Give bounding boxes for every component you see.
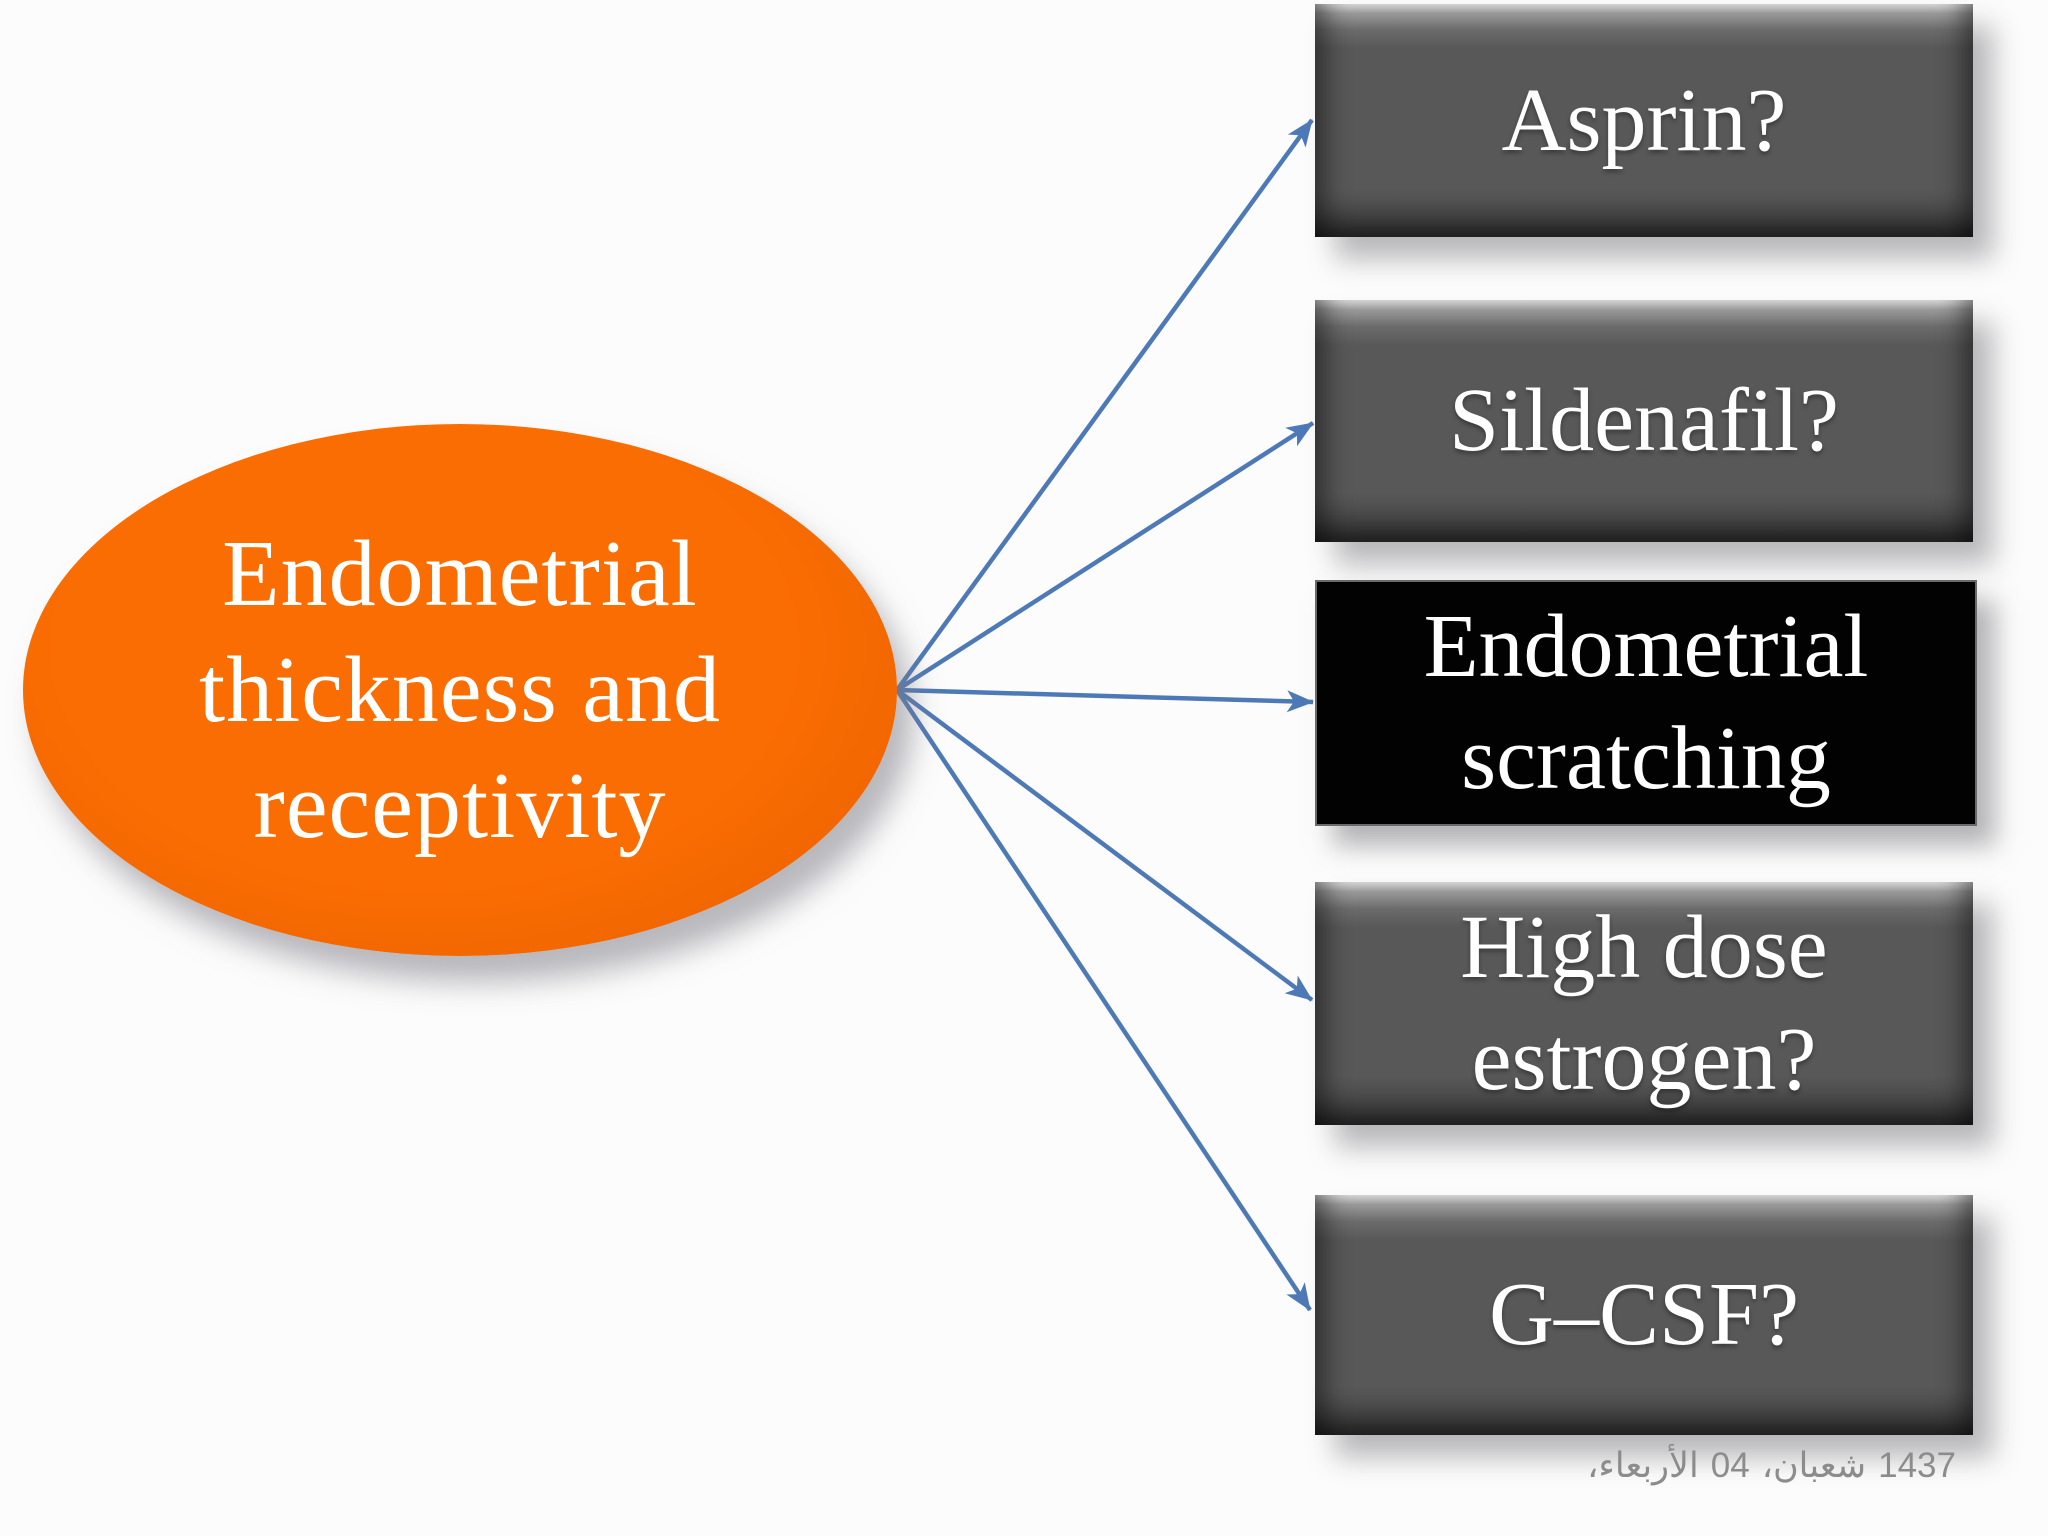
connector-arrow-estrogen [895,688,1314,1002]
option-box-high-dose-estrogen-line2: estrogen? [1471,1009,1817,1109]
slide-date-day: 04 [1710,1446,1750,1485]
option-box-endometrial-scratching-line2: scratching [1461,709,1831,808]
slide-date-month: شعبان، [1761,1446,1867,1485]
slide-date-year: 1437 [1878,1446,1956,1485]
connector-arrow-scratching [896,687,1314,713]
central-ellipse-label-line1: Endometrial [222,522,698,626]
option-box-sildenafil: Sildenafil? [1315,300,1973,542]
option-box-asprin-label: Asprin? [1501,70,1787,170]
option-box-high-dose-estrogen-line1: High dose [1460,897,1828,997]
option-box-gcsf-label: G–CSF? [1488,1265,1800,1364]
central-ellipse-label: Endometrial thickness and receptivity [199,516,721,864]
central-ellipse-label-line3: receptivity [253,754,667,858]
option-box-endometrial-scratching-label: Endometrial scratching [1424,591,1869,815]
option-box-endometrial-scratching: Endometrial scratching [1315,580,1977,826]
slide-date: الأربعاء، 04 شعبان، 1437 [1587,1446,1956,1486]
option-box-high-dose-estrogen-label: High dose estrogen? [1460,892,1827,1116]
option-box-sildenafil-label: Sildenafil? [1449,371,1839,470]
option-box-high-dose-estrogen: High dose estrogen? [1315,882,1973,1125]
connector-arrow-gcsf [895,688,1312,1312]
slide-date-weekday: الأربعاء، [1587,1446,1699,1485]
connector-arrow-sildenafil [895,421,1315,692]
option-box-gcsf: G–CSF? [1315,1195,1973,1435]
connector-arrow-asprin [895,118,1314,692]
central-ellipse-label-line2: thickness and [198,638,722,742]
central-ellipse-endometrial-thickness: Endometrial thickness and receptivity [23,424,897,956]
option-box-endometrial-scratching-line1: Endometrial [1423,597,1869,696]
option-box-asprin: Asprin? [1315,4,1973,237]
